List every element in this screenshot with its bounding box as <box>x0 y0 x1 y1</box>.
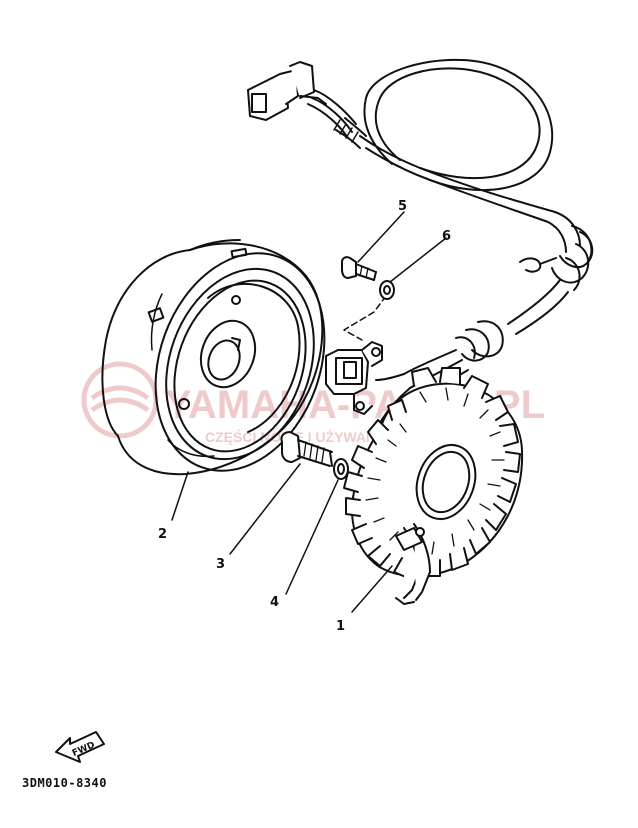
cable-grommet-icon <box>551 225 594 291</box>
callout-5: 5 <box>398 199 407 214</box>
callout-2: 2 <box>158 527 167 542</box>
stator-teeth-icon <box>343 367 521 579</box>
pickup-coil-icon <box>325 341 383 415</box>
harness-connector-icon <box>247 61 327 121</box>
callout-6: 6 <box>442 229 451 244</box>
leader-lines <box>171 211 447 613</box>
washer-icon <box>333 458 349 480</box>
callout-3: 3 <box>216 557 225 572</box>
watermark-logo-icon <box>81 361 159 439</box>
forward-arrow-icon: FWD <box>55 731 105 763</box>
wiring-harness <box>247 58 594 447</box>
lock-washer-icon <box>379 280 395 300</box>
bolt-icon <box>280 431 333 467</box>
rotor-flywheel-icon <box>101 239 326 476</box>
cable-grommet-lower-icon <box>455 320 504 362</box>
stator-assembly-icon <box>343 367 524 605</box>
callout-1: 1 <box>336 619 345 634</box>
drawing-code: 3DM010-8340 <box>22 776 107 790</box>
screw-icon <box>341 256 377 281</box>
callout-4: 4 <box>270 595 279 610</box>
